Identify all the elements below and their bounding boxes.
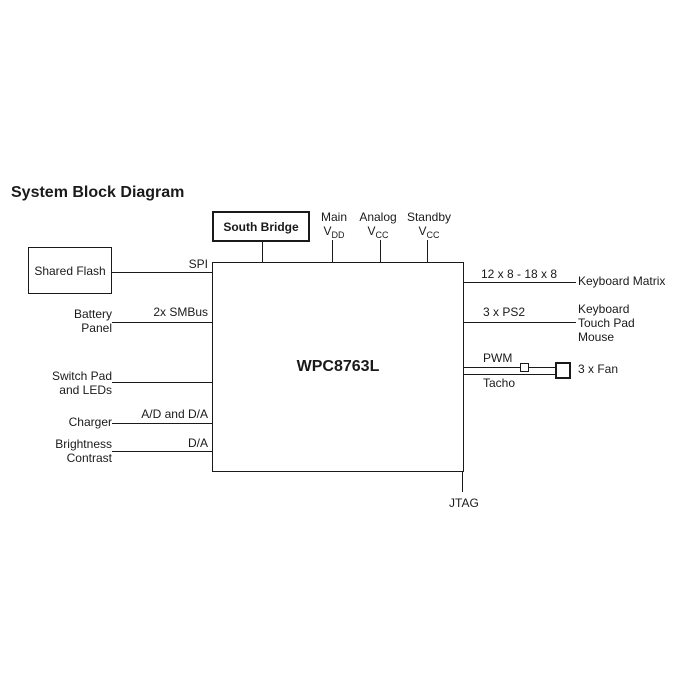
- switch-pad-line: [112, 382, 212, 383]
- south-bridge-label: South Bridge: [223, 219, 299, 234]
- smbus-label: 2x SMBus: [153, 305, 208, 319]
- south-bridge-block: South Bridge: [212, 211, 310, 242]
- pwm-label: PWM: [483, 351, 513, 365]
- ps2-devices-label: Keyboard Touch Pad Mouse: [578, 302, 635, 344]
- fan-label: 3 x Fan: [578, 362, 619, 376]
- pwm-line: [464, 367, 555, 368]
- supply-analog-vcc: Analog VCC: [359, 210, 397, 240]
- shared-flash-label: Shared Flash: [34, 263, 106, 278]
- ps2-line: [464, 322, 576, 323]
- supply-standby-vcc: Standby VCC: [406, 210, 452, 240]
- diagram-title: System Block Diagram: [11, 184, 185, 201]
- main-chip-label: WPC8763L: [296, 358, 380, 375]
- charger-label: Charger: [68, 415, 112, 429]
- tacho-label: Tacho: [483, 376, 516, 390]
- switch-pad-label: Switch Pad and LEDs: [51, 369, 112, 397]
- jtag-line: [462, 472, 463, 492]
- smbus-line: [112, 322, 212, 323]
- ad-da-label: A/D and D/A: [141, 407, 208, 421]
- supply-standby-line: [427, 240, 428, 262]
- jtag-label: JTAG: [449, 496, 479, 510]
- kb-matrix-bus-label: 12 x 8 - 18 x 8: [481, 267, 558, 281]
- tacho-line: [464, 374, 555, 375]
- spi-label: SPI: [188, 257, 208, 271]
- south-bridge-connector: [262, 242, 263, 262]
- pwm-resistor-icon: [520, 363, 529, 372]
- da-line: [112, 451, 212, 452]
- shared-flash-block: Shared Flash: [28, 247, 112, 294]
- supply-main-vdd: Main VDD: [320, 210, 347, 240]
- main-chip-block: WPC8763L: [212, 262, 464, 472]
- battery-panel-label: Battery Panel: [73, 307, 112, 335]
- spi-line: [112, 272, 212, 273]
- brightness-contrast-label: Brightness Contrast: [55, 437, 112, 465]
- da-label: D/A: [187, 436, 208, 450]
- charger-line: [112, 423, 212, 424]
- fan-block: [555, 362, 571, 379]
- ps2-bus-label: 3 x PS2: [483, 305, 526, 319]
- kb-matrix-line: [464, 282, 576, 283]
- supply-analog-line: [380, 240, 381, 262]
- kb-matrix-label: Keyboard Matrix: [578, 274, 666, 288]
- supply-main-line: [332, 240, 333, 262]
